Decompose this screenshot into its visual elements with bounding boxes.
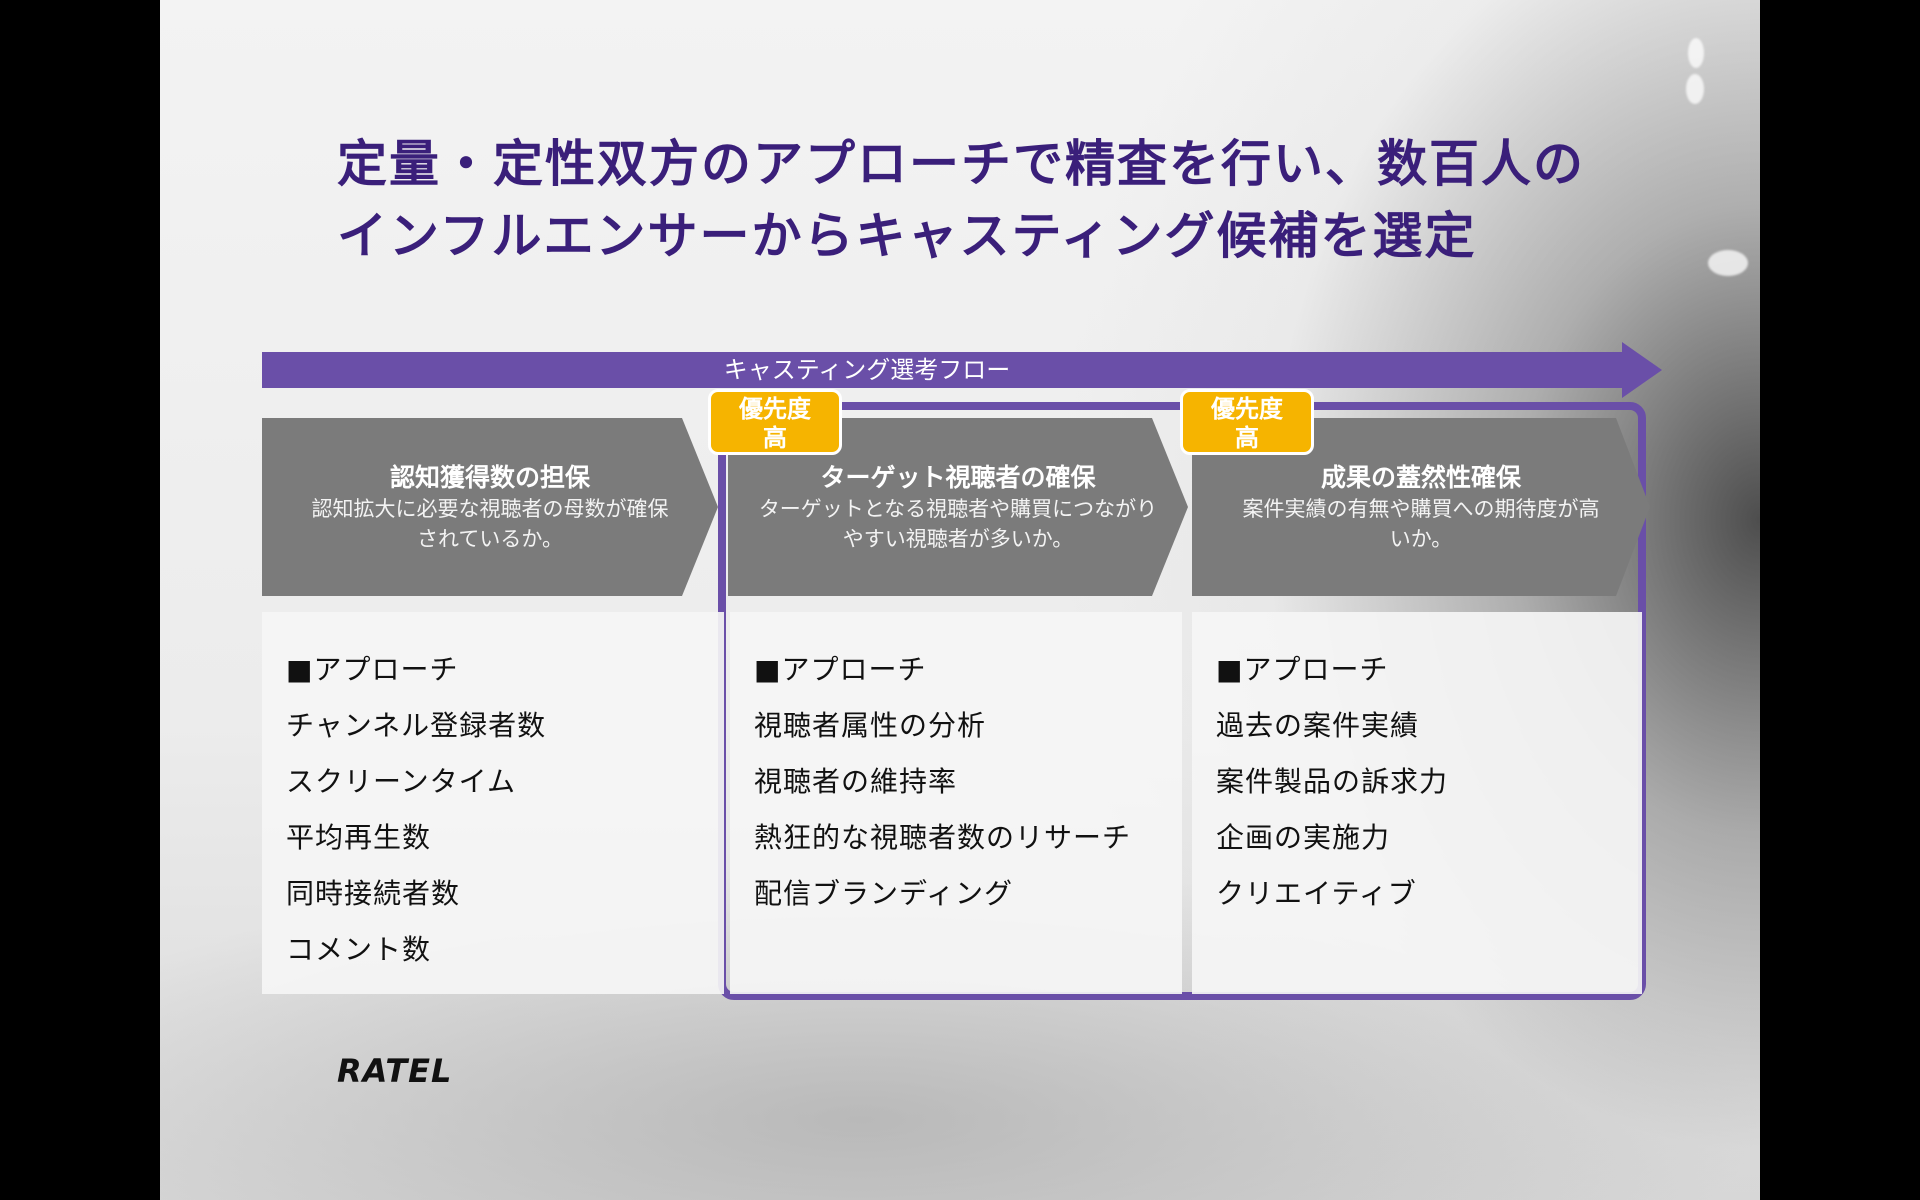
approach-panel-2: ■アプローチ 視聴者属性の分析 視聴者の維持率 熱狂的な視聴者数のリサーチ 配信… — [730, 612, 1182, 994]
step-chevron-1: 認知獲得数の担保 認知拡大に必要な視聴者の母数が確保 されているか。 — [262, 418, 718, 596]
flow-arrow-icon — [262, 342, 1662, 398]
list-item: ■アプローチ — [1216, 653, 1389, 686]
bokeh-light — [1686, 74, 1704, 104]
list-item: 熱狂的な視聴者数のリサーチ — [754, 821, 1132, 854]
chevron-shape-icon — [728, 418, 1188, 596]
flow-label: キャスティング選考フロー — [723, 356, 1011, 384]
approach-list-1: ■アプローチ チャンネル登録者数 スクリーンタイム 平均再生数 同時接続者数 コ… — [262, 612, 724, 978]
chevron-shape-icon — [1192, 418, 1650, 596]
list-item: 平均再生数 — [286, 821, 432, 854]
priority-badge-step-3: 優先度 高 — [1180, 389, 1314, 455]
list-item: クリエイティブ — [1216, 877, 1417, 910]
list-item: 配信ブランディング — [754, 877, 1014, 910]
list-item: スクリーンタイム — [286, 765, 517, 798]
priority-badge-step-2: 優先度 高 — [708, 389, 842, 455]
step-text-1: 認知獲得数の担保 認知拡大に必要な視聴者の母数が確保 されているか。 — [262, 462, 718, 554]
step-text-2: ターゲット視聴者の確保 ターゲットとなる視聴者や購買につながり やすい視聴者が多… — [728, 462, 1188, 554]
priority-badge-level: 高 — [1235, 424, 1259, 452]
approach-panel-3: ■アプローチ 過去の案件実績 案件製品の訴求力 企画の実施力 クリエイティブ — [1192, 612, 1642, 994]
step-chevron-2: ターゲット視聴者の確保 ターゲットとなる視聴者や購買につながり やすい視聴者が多… — [728, 418, 1188, 596]
list-item: コメント数 — [286, 933, 432, 966]
list-item: 企画の実施力 — [1216, 821, 1391, 854]
page-title-line-2: インフルエンサーからキャスティング候補を選定 — [337, 207, 1477, 265]
step-desc-3-line-1: 案件実績の有無や購買への期待度が高 — [1242, 497, 1600, 521]
list-item: 視聴者属性の分析 — [754, 709, 987, 742]
step-desc-2-line-1: ターゲットとなる視聴者や購買につながり — [758, 497, 1158, 521]
ratel-logo: RATEL — [337, 1052, 453, 1090]
step-title-3: 成果の蓋然性確保 — [1320, 463, 1521, 492]
slide: 定量・定性双方のアプローチで精査を行い、数百人の インフルエンサーからキャスティ… — [160, 0, 1760, 1200]
list-item: 同時接続者数 — [286, 877, 461, 910]
list-item: 案件製品の訴求力 — [1216, 765, 1449, 798]
step-desc-1-line-1: 認知拡大に必要な視聴者の母数が確保 — [311, 497, 669, 521]
list-item: 視聴者の維持率 — [754, 765, 958, 798]
approach-list-3: ■アプローチ 過去の案件実績 案件製品の訴求力 企画の実施力 クリエイティブ — [1192, 612, 1642, 922]
step-desc-3-line-2: いか。 — [1389, 527, 1453, 551]
page-title-line-1: 定量・定性双方のアプローチで精査を行い、数百人の — [337, 135, 1585, 193]
priority-badge-label: 優先度 — [739, 395, 811, 423]
approach-list-2: ■アプローチ 視聴者属性の分析 視聴者の維持率 熱狂的な視聴者数のリサーチ 配信… — [730, 612, 1182, 922]
step-chevron-3: 成果の蓋然性確保 案件実績の有無や購買への期待度が高 いか。 — [1192, 418, 1650, 596]
bokeh-light — [1708, 250, 1748, 276]
step-desc-1-line-2: されているか。 — [417, 527, 563, 551]
priority-badge-level: 高 — [763, 424, 787, 452]
page-title: 定量・定性双方のアプローチで精査を行い、数百人の インフルエンサーからキャスティ… — [337, 128, 1697, 272]
list-item: 過去の案件実績 — [1216, 709, 1420, 742]
chevron-shape-icon — [262, 418, 718, 596]
priority-badge-label: 優先度 — [1211, 395, 1283, 423]
list-item: ■アプローチ — [286, 653, 459, 686]
bokeh-light — [1688, 38, 1704, 68]
step-title-1: 認知獲得数の担保 — [389, 463, 590, 492]
step-title-2: ターゲット視聴者の確保 — [820, 463, 1096, 492]
approach-panel-1: ■アプローチ チャンネル登録者数 スクリーンタイム 平均再生数 同時接続者数 コ… — [262, 612, 724, 994]
step-desc-2-line-2: やすい視聴者が多いか。 — [842, 527, 1074, 551]
list-item: チャンネル登録者数 — [286, 709, 547, 742]
list-item: ■アプローチ — [754, 653, 927, 686]
step-text-3: 成果の蓋然性確保 案件実績の有無や購買への期待度が高 いか。 — [1192, 462, 1650, 554]
